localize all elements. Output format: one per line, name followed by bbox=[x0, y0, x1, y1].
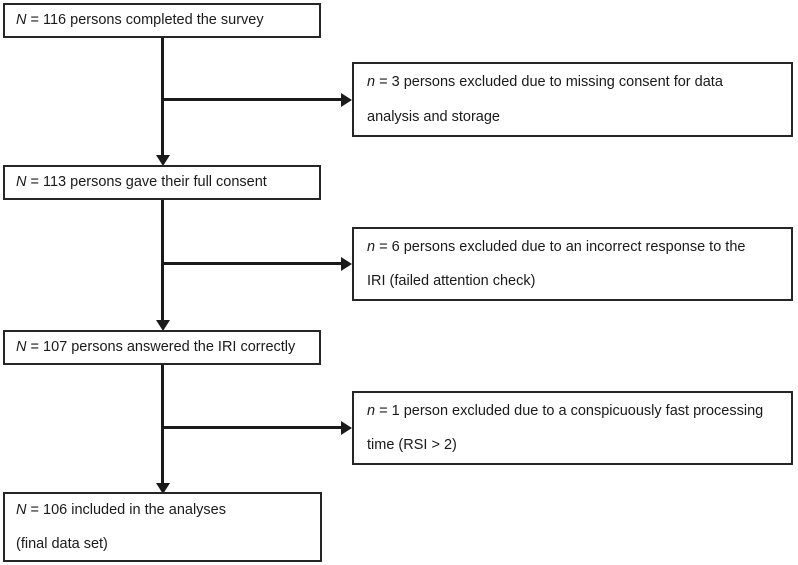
excl-attention: n = 6 persons excluded due to an incorre… bbox=[352, 227, 793, 301]
connector-branch-2 bbox=[161, 262, 343, 265]
node-enrolled-text: N = 116 persons completed the survey bbox=[5, 11, 319, 28]
arrow-down-1 bbox=[155, 155, 170, 166]
node-iri-correct-rest: = 107 persons answered the IRI correctly bbox=[26, 338, 296, 355]
node-consent-rest: = 113 persons gave their full consent bbox=[26, 173, 267, 190]
arrow-right-2 bbox=[341, 256, 352, 271]
arrow-right-1 bbox=[341, 92, 352, 107]
arrow-right-3 bbox=[341, 420, 352, 435]
node-enrolled: N = 116 persons completed the survey bbox=[3, 3, 321, 38]
node-final: N = 106 included in the analyses (final … bbox=[3, 492, 322, 562]
excl-consent-symbol: n bbox=[367, 74, 376, 90]
node-iri-correct-symbol: N bbox=[16, 338, 27, 355]
node-final-text-line2: (final data set) bbox=[16, 536, 108, 552]
excl-speed-text-line2: time (RSI > 2) bbox=[367, 437, 457, 453]
node-iri-correct-text: N = 107 persons answered the IRI correct… bbox=[5, 338, 319, 355]
excl-attention-text-line2: IRI (failed attention check) bbox=[367, 273, 536, 289]
excl-consent: n = 3 persons excluded due to missing co… bbox=[352, 62, 793, 137]
node-iri-correct: N = 107 persons answered the IRI correct… bbox=[3, 330, 321, 365]
excl-speed-text-line1: n = 1 person excluded due to a conspicuo… bbox=[354, 402, 791, 419]
arrow-down-3 bbox=[155, 483, 170, 494]
excl-speed-rest: = 1 person excluded due to a conspicuous… bbox=[375, 402, 764, 419]
connector-branch-3 bbox=[161, 426, 343, 429]
excl-speed-symbol: n bbox=[367, 402, 376, 419]
node-enrolled-rest: = 116 persons completed the survey bbox=[26, 11, 264, 28]
excl-consent-rest: = 3 persons excluded due to missing cons… bbox=[375, 74, 723, 90]
node-consent: N = 113 persons gave their full consent bbox=[3, 165, 321, 200]
connector-branch-1 bbox=[161, 98, 343, 101]
excl-attention-text-line1: n = 6 persons excluded due to an incorre… bbox=[354, 238, 791, 255]
node-final-text-line1: N = 106 included in the analyses bbox=[5, 501, 320, 518]
node-consent-text: N = 113 persons gave their full consent bbox=[5, 173, 319, 190]
node-consent-symbol: N bbox=[16, 173, 27, 190]
excl-attention-symbol: n bbox=[367, 238, 376, 255]
excl-consent-text-line1: n = 3 persons excluded due to missing co… bbox=[354, 75, 791, 90]
node-final-symbol: N bbox=[16, 501, 27, 518]
arrow-down-2 bbox=[155, 320, 170, 331]
excl-speed: n = 1 person excluded due to a conspicuo… bbox=[352, 391, 793, 465]
node-enrolled-symbol: N bbox=[16, 11, 27, 28]
excl-consent-text-line2: analysis and storage bbox=[367, 108, 500, 125]
node-final-rest: = 106 included in the analyses bbox=[26, 501, 227, 518]
excl-attention-rest: = 6 persons excluded due to an incorrect… bbox=[375, 238, 746, 255]
